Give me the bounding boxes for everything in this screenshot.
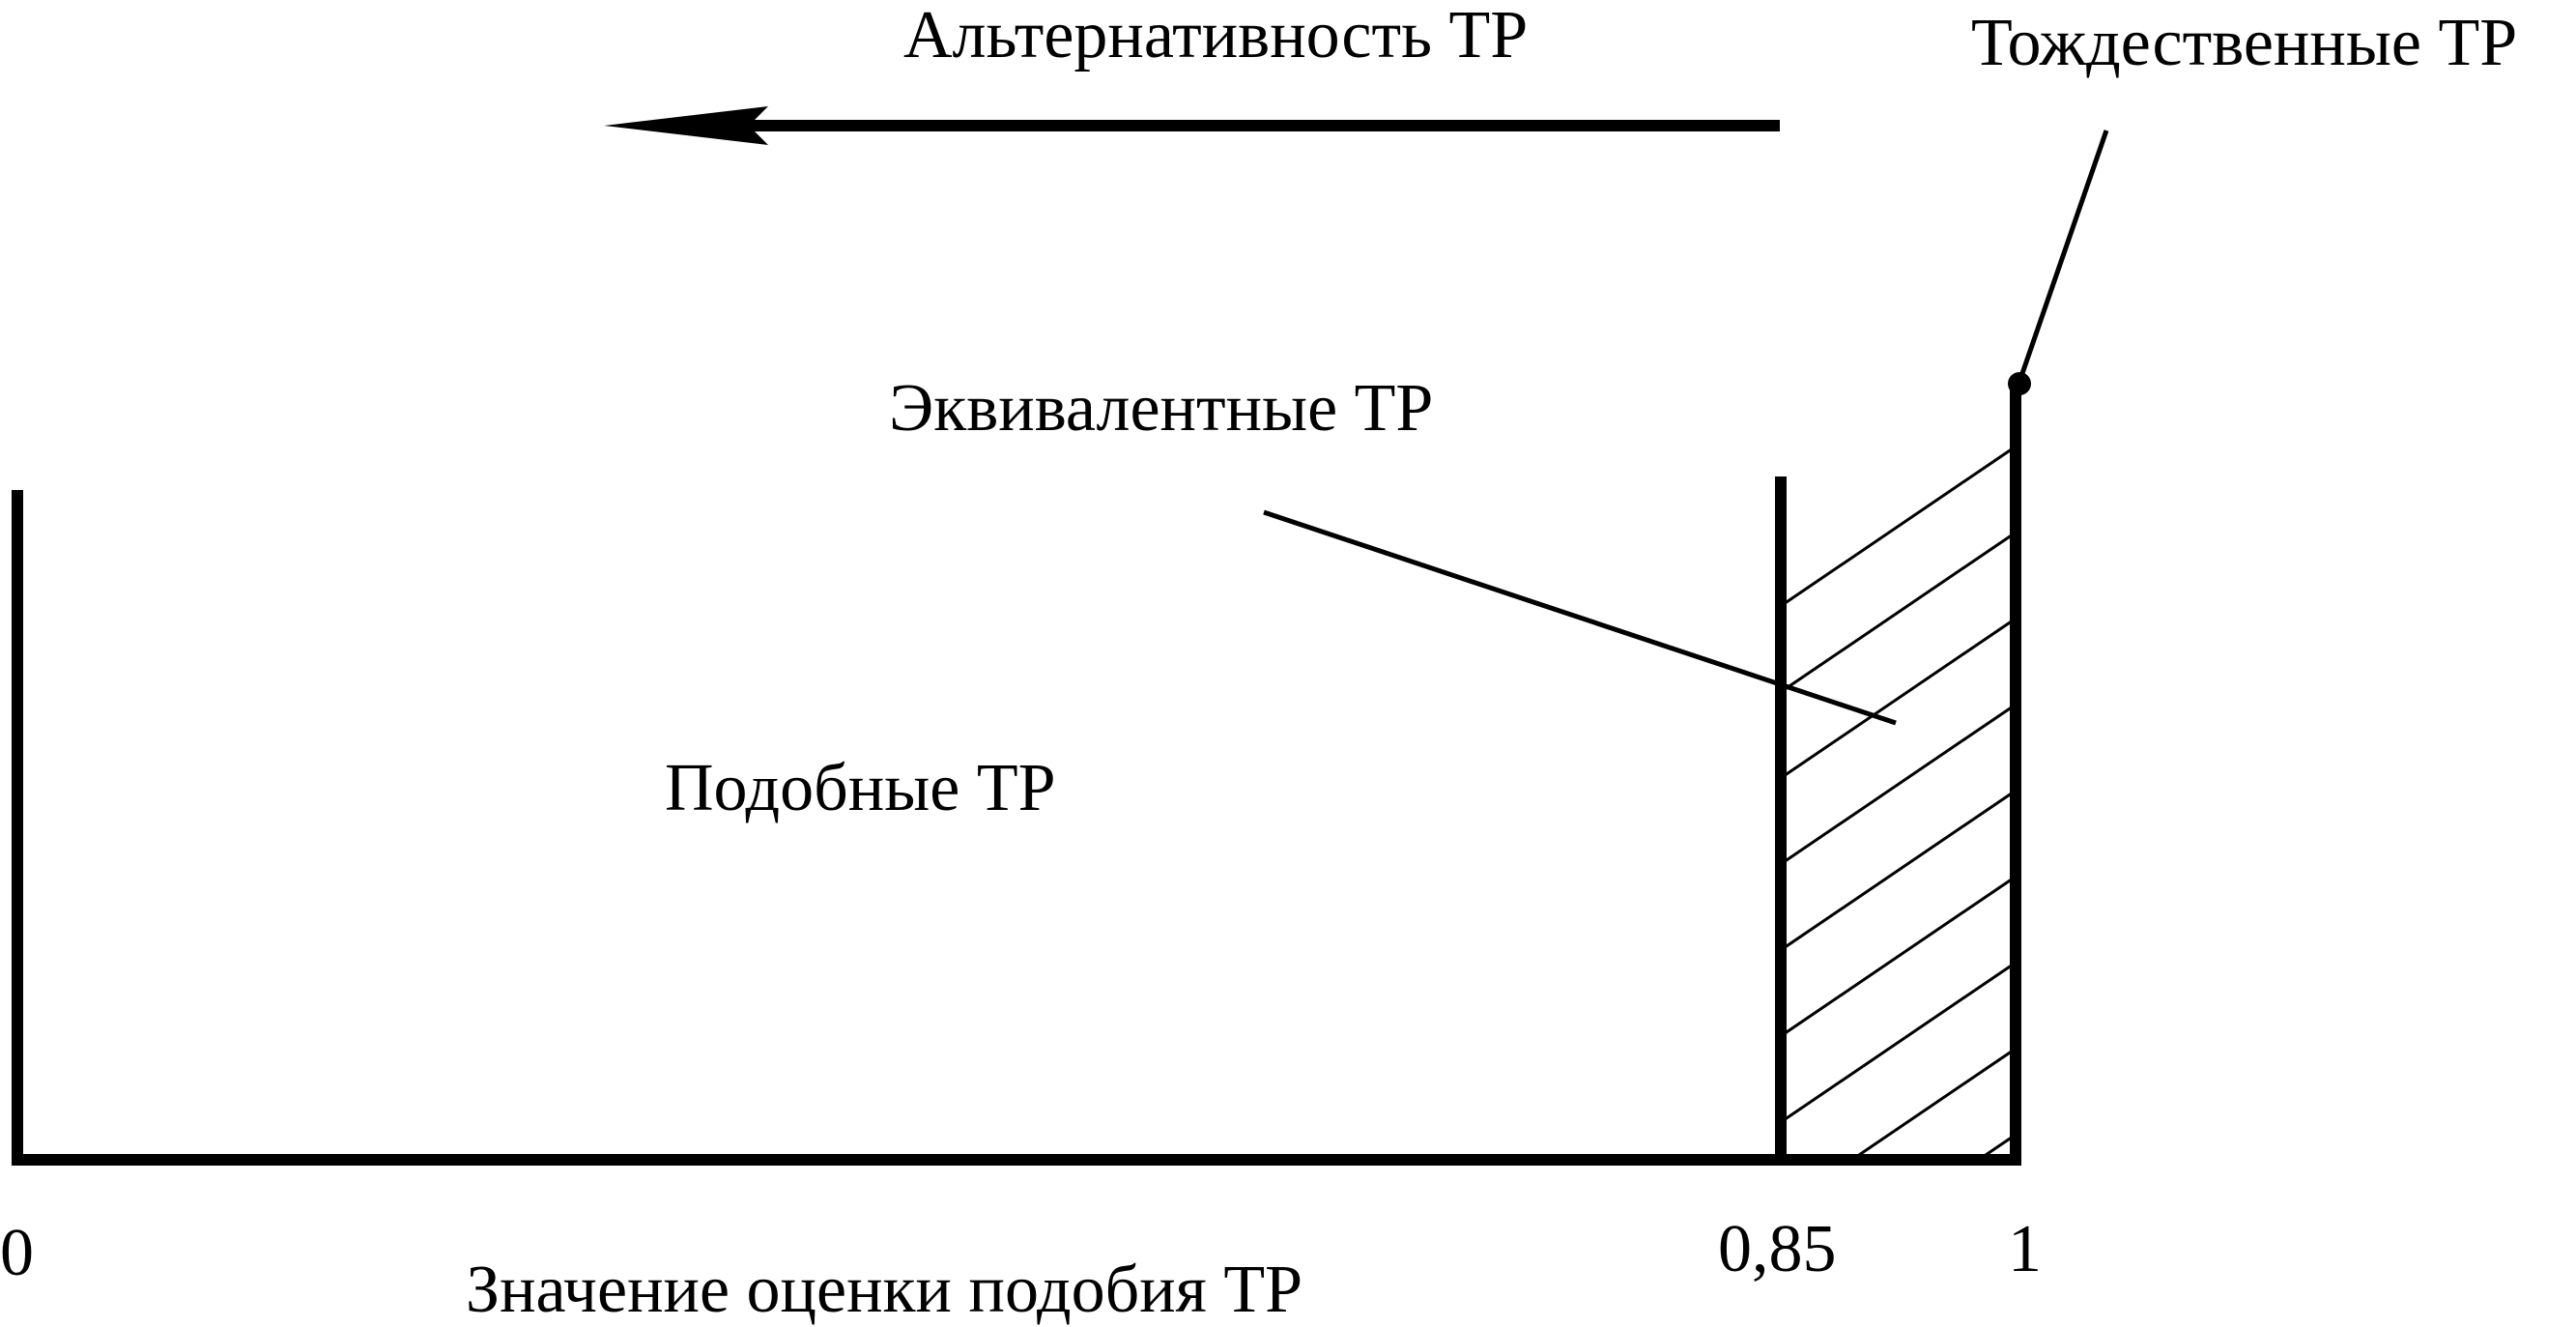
identical-leader-line: [2017, 130, 2109, 383]
equivalent-hatch-region: [1781, 188, 2016, 1160]
hatch-line: [1781, 703, 2016, 866]
hatch-line: [1781, 371, 2016, 522]
hatch-line: [1781, 789, 2016, 952]
axis-title: Значение оценки подобия ТР: [466, 1253, 1303, 1327]
axis-tick-threshold: 0,85: [1718, 1212, 1837, 1286]
arrow-head-icon: [604, 106, 768, 145]
hatch-line: [1781, 445, 2016, 608]
alternativity-label: Альтернативность ТР: [903, 0, 1529, 72]
axis-tick-one: 1: [2008, 1212, 2042, 1286]
similar-solutions-label: Подобные ТР: [665, 751, 1056, 825]
hatch-line: [1781, 617, 2016, 780]
equivalent-leader-line: [1263, 509, 1897, 726]
identical-solutions-label: Тождественные ТР: [1971, 6, 2518, 80]
identical-point-marker: [2008, 372, 2031, 395]
equivalent-solutions-label: Эквивалентные ТР: [889, 371, 1434, 446]
axis-tick-zero: 0: [0, 1216, 34, 1290]
alternativity-arrow: [604, 106, 1780, 145]
hatch-line: [1781, 188, 2016, 348]
hatch-line: [1781, 371, 2016, 436]
hatch-line: [1781, 961, 2016, 1124]
hatch-line: [1781, 531, 2016, 694]
hatch-line: [1781, 875, 2016, 1038]
hatch-line: [1781, 1047, 2016, 1160]
